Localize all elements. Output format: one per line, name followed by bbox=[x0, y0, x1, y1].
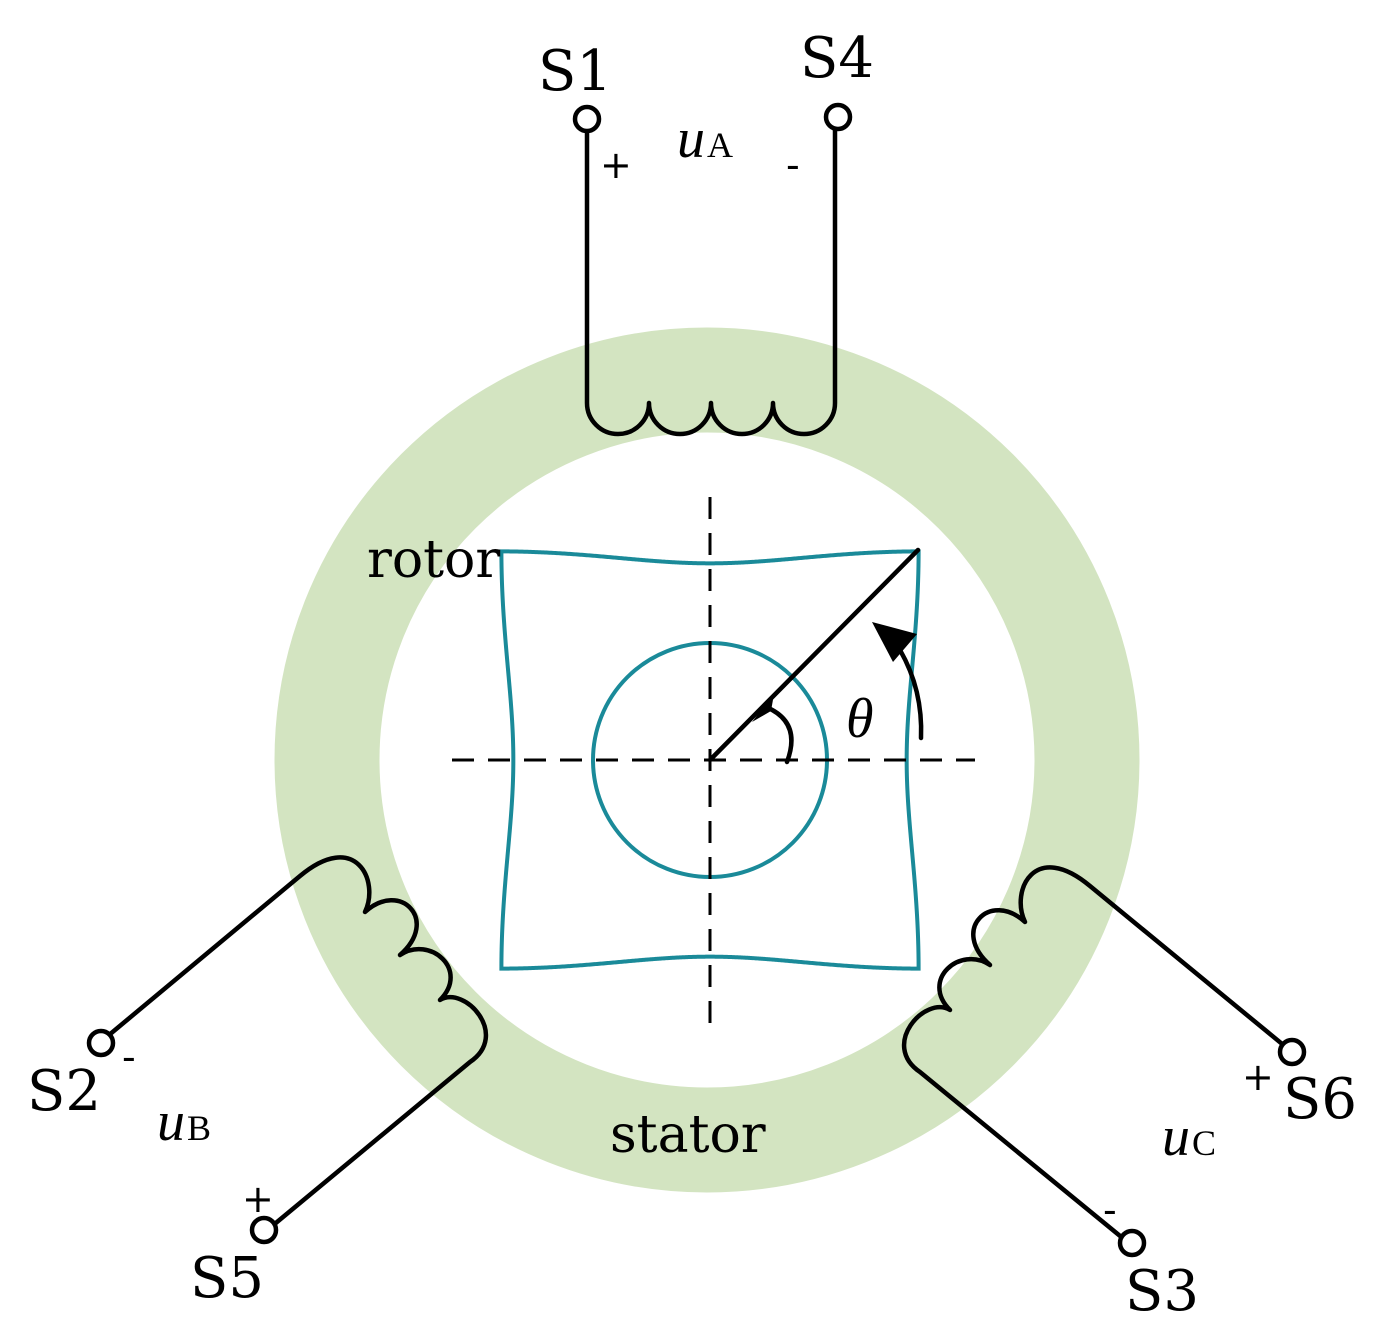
terminal-s2 bbox=[86, 1028, 116, 1058]
rotor-position-line bbox=[707, 547, 921, 763]
terminal-s1 bbox=[572, 104, 602, 134]
phase-a-winding: S1 S4 + - uA bbox=[538, 26, 874, 437]
phase-b-plus-sign: + bbox=[242, 1177, 274, 1221]
stator bbox=[274, 327, 1140, 1193]
terminal-s6-label: S6 bbox=[1283, 1067, 1357, 1132]
phase-a-minus-sign: - bbox=[786, 143, 800, 187]
phase-c-minus-sign: - bbox=[1103, 1188, 1117, 1232]
rotor-label: rotor bbox=[367, 530, 500, 590]
terminal-s1-label: S1 bbox=[538, 39, 612, 104]
terminal-s5 bbox=[249, 1215, 279, 1245]
inner-arrow-head-icon bbox=[752, 694, 774, 722]
stator-ring bbox=[274, 327, 1140, 1193]
inner-angle-arc bbox=[763, 704, 794, 765]
phase-c-voltage-label: uC bbox=[1162, 1106, 1216, 1168]
angle-indicator: θ bbox=[707, 547, 924, 765]
rotor-outline bbox=[499, 549, 921, 971]
terminal-s3-label: S3 bbox=[1125, 1259, 1199, 1324]
terminal-s4 bbox=[823, 102, 853, 132]
phase-b-coil bbox=[100, 855, 489, 1230]
phase-a-coil bbox=[584, 117, 838, 437]
terminal-s3 bbox=[1117, 1228, 1147, 1258]
phase-a-voltage-label: uA bbox=[677, 108, 733, 170]
terminal-s4-label: S4 bbox=[800, 26, 874, 91]
phase-b-winding: S2 S5 - + uB bbox=[27, 855, 489, 1311]
outer-arrow-head-icon bbox=[872, 622, 917, 662]
phase-b-minus-sign: - bbox=[122, 1035, 136, 1079]
terminal-s6 bbox=[1277, 1037, 1307, 1067]
phase-b-voltage-label: uB bbox=[157, 1091, 211, 1153]
phase-c-plus-sign: + bbox=[1242, 1055, 1274, 1099]
phase-c-winding: S6 S3 + - uC bbox=[901, 865, 1357, 1324]
phase-c-coil bbox=[901, 865, 1290, 1243]
outer-angle-arc bbox=[897, 647, 924, 741]
angle-label: θ bbox=[846, 688, 874, 750]
terminal-s2-label: S2 bbox=[27, 1059, 101, 1124]
phase-a-plus-sign: + bbox=[600, 143, 632, 187]
stator-label: stator bbox=[610, 1105, 766, 1165]
axes bbox=[452, 497, 975, 1030]
terminal-s5-label: S5 bbox=[190, 1246, 264, 1311]
